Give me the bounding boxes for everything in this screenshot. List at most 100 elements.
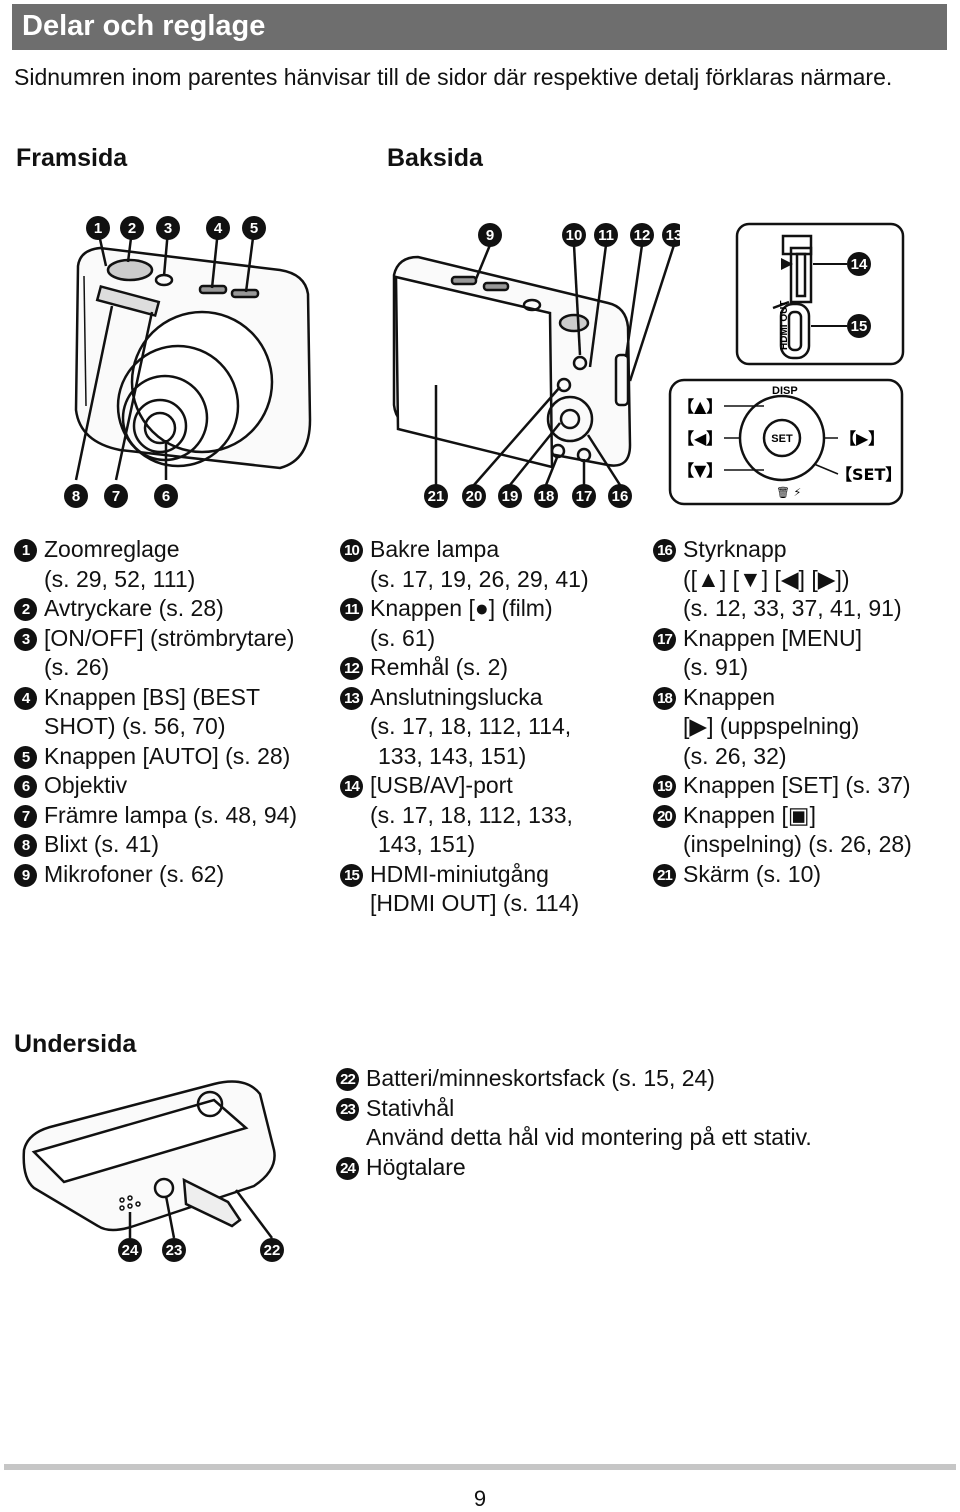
part-description-line: SHOT) (s. 56, 70): [44, 713, 226, 739]
control-wheel-inset: DISP SET 【▲】 【◀】 【▼】 【▶】 【SET】 🗑 ⚡: [668, 378, 904, 506]
svg-text:17: 17: [576, 488, 593, 505]
part-number-badge: 2: [14, 598, 37, 621]
part-number-badge: 10: [340, 539, 363, 562]
part-description-line: (s. 12, 33, 37, 41, 91): [683, 595, 902, 621]
right-label: 【▶】: [840, 429, 884, 448]
part-description-line: Knappen: [683, 683, 776, 710]
svg-text:12: 12: [634, 227, 651, 244]
set-bracket-label: 【SET】: [836, 465, 901, 484]
intro-text: Sidnumren inom parentes hänvisar till de…: [14, 64, 893, 90]
part-description-line: [▶] (uppspelning): [683, 713, 860, 739]
back-label: Baksida: [387, 144, 483, 172]
hdmi-out-text: HDMI OUT: [779, 301, 790, 350]
part-description-line: [HDMI OUT] (s. 114): [370, 890, 580, 916]
callout-2: [120, 216, 144, 240]
callout-13: [662, 223, 680, 247]
callout-1: [86, 216, 110, 240]
part-item: 2 Avtryckare (s. 28): [14, 594, 324, 624]
part-description-line: Zoomreglage: [44, 536, 180, 562]
part-description-line: (s. 29, 52, 111): [44, 565, 196, 592]
up-label: 【▲】: [678, 397, 722, 416]
callout-17: [572, 484, 596, 508]
left-label: 【◀】: [678, 429, 722, 448]
part-number-badge: 21: [653, 863, 676, 887]
part-description-line: HDMI-miniutgång: [370, 860, 549, 887]
back-camera-illustration: 9 10 11 12 13 21 20 19 18 17 16: [392, 223, 680, 508]
part-number-badge: 1: [14, 539, 37, 562]
callout-4: [206, 216, 230, 240]
svg-text:22: 22: [264, 1242, 281, 1259]
down-label: 【▼】: [678, 461, 722, 480]
front-callouts: 1 2 3 4 5 8 7 6: [64, 216, 266, 508]
svg-text:🗑 ⚡: 🗑 ⚡: [776, 486, 801, 499]
disp-label: DISP: [772, 385, 798, 397]
part-number-badge: 6: [14, 775, 37, 798]
section-title: Delar och reglage: [22, 10, 266, 42]
part-description-line: Knappen [MENU]: [683, 624, 862, 651]
callout-11: [594, 223, 618, 247]
part-description-line: Avtryckare (s. 28): [44, 595, 224, 621]
part-description-line: (s. 61): [370, 624, 436, 651]
part-number-badge: 11: [340, 598, 363, 621]
part-description-line: Skärm (s. 10): [683, 860, 822, 887]
callout-5: [242, 216, 266, 240]
part-description-line: (inspelning) (s. 26, 28): [683, 831, 912, 857]
callout-23: [162, 1238, 186, 1262]
svg-text:6: 6: [162, 488, 170, 505]
back-callouts: 9 10 11 12 13 21 20 19 18 17 16: [424, 223, 680, 508]
part-description-line: [USB/AV]-port: [370, 772, 513, 798]
callout-21: [424, 484, 448, 508]
part-number-badge: 9: [14, 863, 37, 887]
part-description-line: Knappen [●] (film): [370, 595, 553, 621]
callout-12: [630, 223, 654, 247]
bottom-label: Undersida: [14, 1030, 137, 1058]
svg-text:10: 10: [566, 227, 583, 244]
part-description-line: Blixt (s. 41): [44, 831, 160, 857]
part-description-line: (s. 17, 19, 26, 29, 41): [370, 565, 589, 592]
part-number-badge: 16: [653, 539, 676, 562]
part-description-line: 133, 143, 151): [378, 742, 527, 769]
part-item: 21 Skärm (s. 10): [653, 860, 953, 890]
part-number-badge: 23: [336, 1097, 359, 1121]
part-number-badge: 5: [14, 745, 37, 769]
part-description-line: (s. 17, 18, 112, 114,: [370, 713, 572, 739]
front-camera-illustration: 1 2 3 4 5 8 7 6: [64, 216, 312, 508]
svg-text:13: 13: [666, 227, 680, 244]
part-item: 19 Knappen [SET] (s. 37): [653, 771, 953, 801]
part-number-badge: 17: [653, 627, 676, 651]
bottom-camera-illustration: 24 23 22: [22, 1080, 284, 1262]
part-number-badge: 8: [14, 834, 37, 857]
callout-8: [64, 484, 88, 508]
part-description-line: ([▲] [▼] [◀] [▶]): [683, 565, 850, 592]
svg-text:15: 15: [851, 318, 868, 335]
part-number-badge: 18: [653, 686, 676, 710]
part-description-line: Knappen [SET] (s. 37): [683, 772, 911, 798]
callout-14: [847, 252, 871, 276]
svg-text:2: 2: [128, 220, 136, 237]
part-number-badge: 4: [14, 686, 37, 710]
part-number-badge: 7: [14, 804, 37, 828]
callout-9: [478, 223, 502, 247]
part-number-badge: 22: [336, 1068, 359, 1091]
part-number-badge: 15: [340, 863, 363, 887]
svg-text:23: 23: [166, 1242, 183, 1259]
svg-text:9: 9: [486, 227, 494, 244]
svg-text:11: 11: [598, 227, 614, 244]
port-detail-inset: HDMI OUT 14 15: [735, 222, 905, 366]
part-description-line: (s. 17, 18, 112, 133,: [370, 801, 573, 828]
part-description-line: Objektiv: [44, 772, 128, 798]
svg-text:8: 8: [72, 488, 80, 505]
part-number-badge: 19: [653, 775, 676, 798]
part-description-line: (s. 26): [44, 654, 110, 680]
